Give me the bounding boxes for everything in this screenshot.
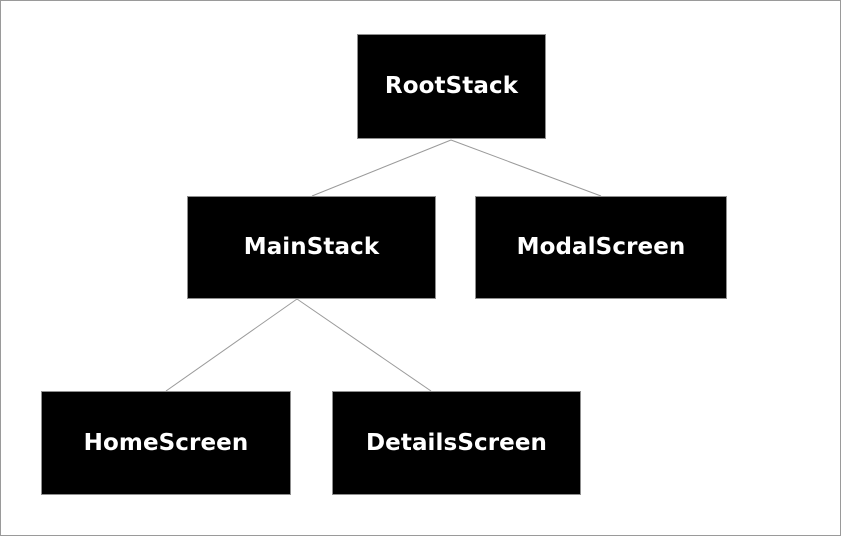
node-label-main-stack: MainStack [243, 234, 380, 260]
node-label-details-screen: DetailsScreen [365, 429, 548, 456]
node-main-stack[interactable]: MainStack [187, 196, 436, 299]
node-label-home-screen: HomeScreen [83, 429, 249, 456]
node-label-root-stack: RootStack [384, 73, 519, 99]
node-modal-screen[interactable]: ModalScreen [475, 196, 727, 299]
edge-main-stack-to-details-screen [296, 298, 432, 392]
node-root-stack[interactable]: RootStack [357, 34, 546, 139]
node-home-screen[interactable]: HomeScreen [41, 391, 291, 495]
node-details-screen[interactable]: DetailsScreen [332, 391, 581, 495]
edge-root-stack-to-modal-screen [450, 139, 602, 197]
edge-main-stack-to-home-screen [165, 298, 298, 392]
node-label-modal-screen: ModalScreen [516, 234, 686, 260]
edge-root-stack-to-main-stack [311, 139, 452, 197]
